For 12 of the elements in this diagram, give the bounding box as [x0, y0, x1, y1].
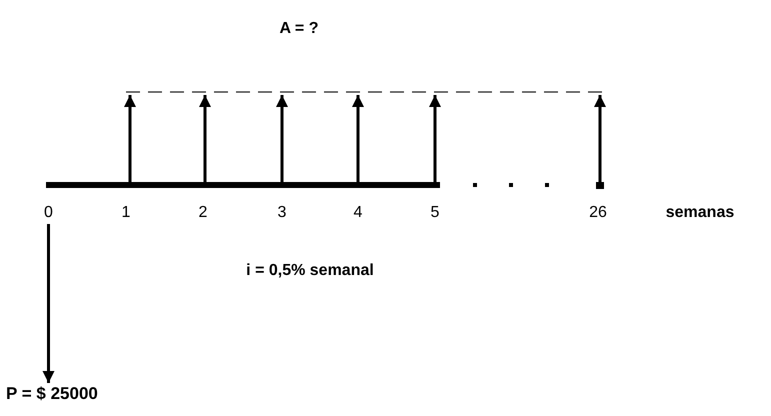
period-number: 5	[430, 204, 440, 222]
period-number: 26	[589, 204, 607, 222]
period-number: 0	[44, 204, 53, 222]
interest-rate-label: i = 0,5% semanal	[246, 262, 374, 280]
present-value-label: P = $ 25000	[6, 384, 98, 404]
period-number: 2	[198, 204, 208, 222]
period-number: 1	[122, 204, 130, 222]
period-number: 3	[278, 204, 286, 222]
arrow	[42, 224, 54, 383]
period-number: 4	[354, 204, 362, 222]
payment-label: A = ?	[280, 20, 318, 38]
unit-label: semanas	[666, 204, 734, 222]
